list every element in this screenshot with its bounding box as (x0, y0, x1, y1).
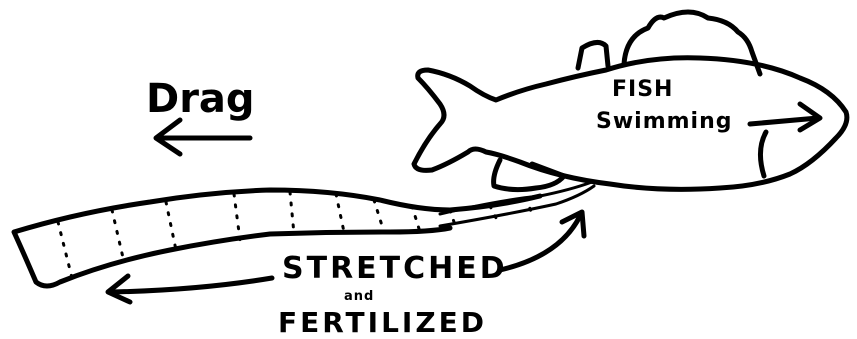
swimming-label: Swimming (596, 109, 733, 134)
egg-segment-divider (112, 210, 124, 262)
egg-segment-divider (166, 202, 176, 250)
fish-gill-line (760, 132, 766, 176)
drag-label: Drag (146, 76, 255, 122)
drag-arrow (156, 120, 250, 154)
egg-segment-divider (374, 200, 384, 232)
stretched-label: STRETCHED (282, 251, 508, 286)
egg-segment-divider (234, 194, 240, 240)
stretch-arrow-right (500, 212, 584, 270)
egg-segment-divider (490, 206, 498, 222)
egg-segment-divider (58, 222, 72, 278)
and-label: and (344, 289, 374, 304)
stretch-arrow-left (108, 276, 272, 302)
fish-dorsal-fin-rear (578, 42, 608, 68)
egg-segment-divider (290, 192, 294, 234)
egg-segment-divider (336, 194, 344, 232)
fish-label: FISH (612, 77, 673, 102)
swimming-arrow (750, 104, 820, 130)
fish-dorsal-fin-front (624, 12, 760, 74)
fertilized-label: FERTILIZED (278, 306, 487, 339)
